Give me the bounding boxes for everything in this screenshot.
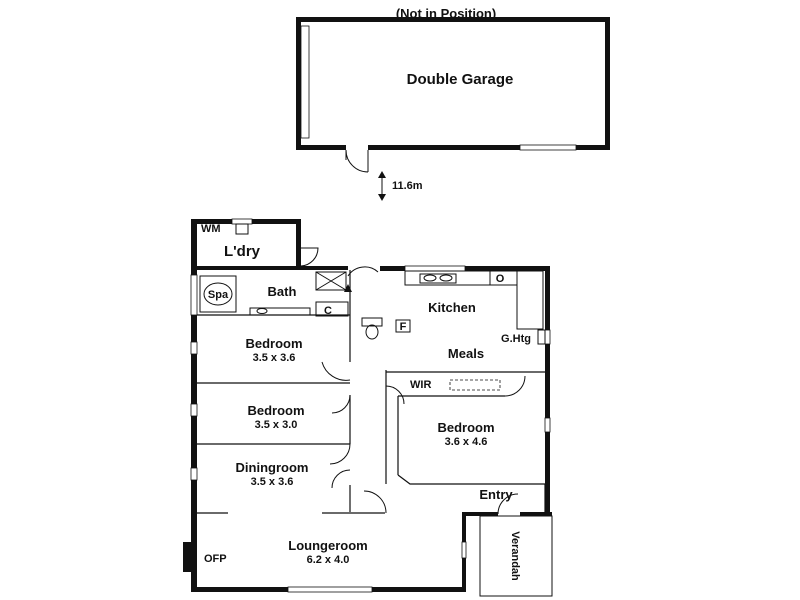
fridge-label: F (400, 321, 407, 333)
garage: (Not in Position) Double Garage (296, 6, 610, 173)
bedroom1-size: 3.5 x 3.6 (253, 352, 296, 364)
windows (190, 218, 551, 593)
cupboard-label: C (324, 305, 332, 317)
meals-label: Meals (448, 346, 484, 361)
verandah-label: Verandah (509, 531, 521, 581)
oven-label: O (496, 273, 505, 285)
bath-label: Bath (268, 284, 297, 299)
spa-label: Spa (208, 289, 229, 301)
arrow-up-icon (344, 284, 352, 292)
verandah-outline (479, 515, 553, 597)
garage-wall-right (605, 17, 610, 150)
garage-window (519, 144, 577, 151)
garage-door-swing (345, 149, 369, 173)
wm-label: WM (201, 223, 221, 235)
garage-wall-top (296, 17, 610, 22)
bedroom3-size: 3.6 x 4.6 (445, 436, 488, 448)
arrow-up-icon (378, 171, 386, 178)
laundry-label: L'dry (224, 243, 261, 260)
entry-label: Entry (479, 487, 513, 502)
interior-walls (197, 247, 546, 516)
bedroom2-size: 3.5 x 3.0 (255, 419, 298, 431)
wir-shelf (449, 379, 501, 391)
lounge-name: Loungeroom (288, 538, 367, 553)
garage-wall-bottom-right (368, 145, 610, 150)
garage-roller-door (300, 25, 310, 139)
gas-heating-label: G.Htg (501, 333, 531, 345)
distance-marker: 11.6m (378, 171, 423, 201)
fixtures (199, 223, 553, 597)
wir-label: WIR (410, 379, 431, 391)
garage-label: Double Garage (407, 71, 514, 88)
kitchen-label: Kitchen (428, 300, 476, 315)
dining-size: 3.5 x 3.6 (251, 476, 294, 488)
lounge-size: 6.2 x 4.0 (307, 554, 350, 566)
fireplace (183, 542, 193, 572)
dining-name: Diningroom (236, 460, 309, 475)
garage-wall-left (296, 17, 301, 150)
bedroom2-name: Bedroom (247, 403, 304, 418)
garage-wall-bottom-left (296, 145, 346, 150)
distance-label: 11.6m (392, 180, 423, 192)
bedroom3-name: Bedroom (437, 420, 494, 435)
ofp-label: OFP (204, 553, 227, 565)
arrow-down-icon (378, 194, 386, 201)
bedroom1-name: Bedroom (245, 336, 302, 351)
room-labels: WM L'dry Spa Bath C F O Kitchen G.Htg Me… (201, 223, 531, 581)
